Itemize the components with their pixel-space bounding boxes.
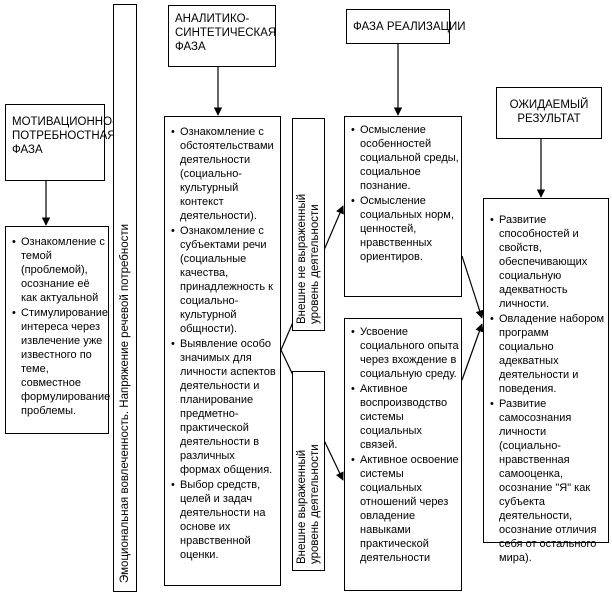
emotional-involvement-label: Эмоциональная вовлеченность. Напряжение …: [119, 223, 131, 583]
result-item: Развитие самосознания личности (социальн…: [490, 397, 606, 565]
analytic-item: Ознакомление с обстоятельствами деятельн…: [171, 125, 277, 223]
result-content-box: Развитие способностей и свойств, обеспеч…: [483, 198, 609, 564]
motivational-title-line1: МОТИВАЦИОННО-: [12, 116, 116, 128]
analytic-title-line3: ФАЗА: [175, 41, 206, 53]
motivational-title-box: МОТИВАЦИОННО- ПОТРЕБНОСТНАЯ ФАЗА: [5, 104, 116, 181]
motivational-content-box: Ознакомление с темой (проблемой), осозна…: [5, 226, 110, 434]
result-title-line2: РЕЗУЛЬТАТ: [517, 113, 581, 125]
realization-title-box: ФАЗА РЕАЛИЗАЦИИ: [346, 9, 466, 44]
analytic-title-line2: СИНТЕТИЧЕСКАЯ: [175, 27, 277, 39]
analytic-item: Ознакомление с субъектами речи (социальн…: [171, 224, 277, 336]
result-item: Развитие способностей и свойств, обеспеч…: [490, 213, 606, 311]
analytic-content-box: Ознакомление с обстоятельствами деятельн…: [164, 116, 281, 586]
shown-activity-level-label: Внешне выраженный уровень деятельности: [296, 444, 321, 564]
emotional-involvement-box: Эмоциональная вовлеченность. Напряжение …: [113, 4, 137, 592]
realization-lower-item: Активное освоение системы социальных отн…: [351, 453, 459, 565]
analytic-title-line1: АНАЛИТИКО-: [175, 13, 250, 25]
realization-lower-item: Усвоение социального опыта через вхожден…: [351, 325, 459, 381]
realization-lower-box: Усвоение социального опыта через вхожден…: [344, 318, 462, 591]
result-title-box: ОЖИДАЕМЫЙ РЕЗУЛЬТАТ: [496, 87, 602, 139]
realization-upper-item: Осмысление особенностей социальной среды…: [351, 123, 459, 193]
result-title-line1: ОЖИДАЕМЫЙ: [509, 99, 589, 111]
analytic-item: Выбор средств, целей и задач деятельност…: [171, 478, 277, 562]
motivational-title-line3: ФАЗА: [12, 144, 43, 156]
realization-upper-box: Осмысление особенностей социальной среды…: [344, 116, 462, 297]
realization-lower-item: Активное воспроизводство системы социаль…: [351, 382, 459, 452]
realization-title: ФАЗА РЕАЛИЗАЦИИ: [353, 21, 466, 33]
analytic-title-box: АНАЛИТИКО- СИНТЕТИЧЕСКАЯ ФАЗА: [168, 5, 276, 67]
motivational-title-line2: ПОТРЕБНОСТНАЯ: [12, 130, 116, 142]
result-item: Овладение набором программ социально аде…: [490, 312, 606, 396]
motivational-item: Ознакомление с темой (проблемой), осозна…: [12, 235, 106, 305]
hidden-activity-level-box: Внешне не выраженный уровень деятельност…: [292, 118, 325, 331]
realization-upper-item: Осмысление социальных норм, ценностей, н…: [351, 194, 459, 264]
motivational-item: Стимулирование интереса через извлечение…: [12, 306, 110, 418]
shown-activity-level-box: Внешне выраженный уровень деятельности: [292, 371, 325, 571]
arrow-lower-to-result: [461, 323, 484, 381]
hidden-activity-level-label: Внешне не выраженный уровень деятельност…: [296, 193, 321, 324]
analytic-item: Выявление особо значимых для личности ас…: [171, 337, 277, 477]
arrow-upper-to-result: [461, 255, 484, 319]
